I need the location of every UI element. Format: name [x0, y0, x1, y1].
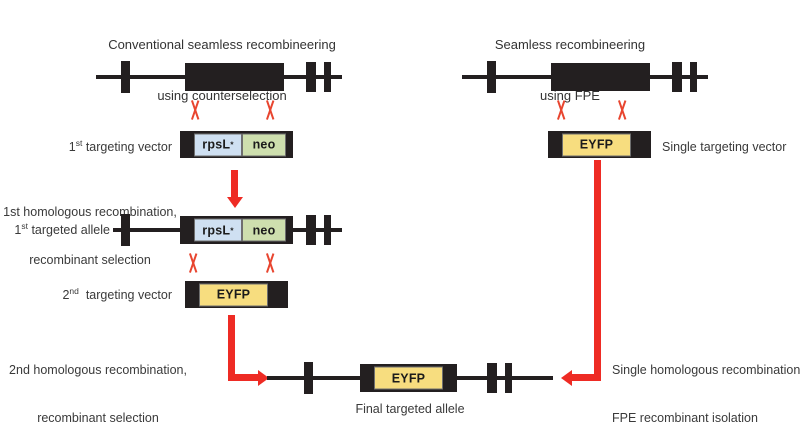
- cassette-rpsl-label: rpsL: [202, 137, 231, 152]
- label-first-targeted-allele: 1st targeted allele: [14, 220, 110, 237]
- crossover-x-left-2: [263, 100, 277, 120]
- cassette-rpsl: rpsL*: [194, 133, 242, 156]
- cassette-eyfp: EYFP: [199, 283, 268, 306]
- first-recombination-line2: recombinant selection: [29, 253, 151, 267]
- first-targeting-vector: rpsL* neo: [180, 131, 293, 158]
- right-column-title: Seamless recombineering using FPE: [440, 2, 700, 138]
- left-first-targeted-allele: rpsL* neo: [113, 213, 342, 247]
- exon-1: [487, 61, 496, 93]
- label-final-targeted-allele: Final targeted allele: [355, 402, 465, 416]
- cassette-neo-label: neo: [252, 137, 276, 152]
- label-second-targeting-vector: 2nd targeting vector: [62, 285, 172, 302]
- exon-1: [121, 214, 130, 246]
- second-recombination-line1: 2nd homologous recombination,: [9, 363, 187, 377]
- exon-3: [306, 215, 316, 245]
- exon-4: [324, 215, 331, 245]
- arrow-2-shaft-horizontal: [228, 374, 260, 381]
- cassette-eyfp: EYFP: [562, 133, 631, 156]
- arrow-3-shaft-horizontal: [570, 374, 601, 381]
- cassette-eyfp-label: EYFP: [216, 287, 251, 302]
- exon-2-target: [551, 63, 650, 91]
- cassette-eyfp-label: EYFP: [579, 137, 614, 152]
- exon-3: [487, 363, 497, 393]
- left-wildtype-allele: [96, 60, 342, 94]
- exon-3: [306, 62, 316, 92]
- arrow-1-shaft: [231, 170, 238, 198]
- crossover-x-left-4: [263, 253, 277, 273]
- right-wildtype-allele: [462, 60, 708, 94]
- exon-4: [690, 62, 697, 92]
- ordinal-st: st: [75, 137, 83, 148]
- exon-3: [672, 62, 682, 92]
- arrow-1-head: [226, 197, 243, 208]
- single-recombination-line1: Single homologous recombination,: [612, 363, 800, 377]
- cassette-eyfp: EYFP: [374, 366, 443, 390]
- crossover-x-left-3: [186, 253, 200, 273]
- second-recombination-line2: recombinant selection: [37, 411, 159, 423]
- left-column-title: Conventional seamless recombineering usi…: [82, 2, 362, 138]
- arrow-3-shaft-vertical: [594, 160, 601, 378]
- label-first-recombination: 1st homologous recombination, recombinan…: [0, 172, 180, 300]
- label-first-targeting-vector: 1st targeting vector: [68, 137, 172, 154]
- exon-4: [505, 363, 512, 393]
- label-single-recombination: Single homologous recombination, FPE rec…: [612, 330, 800, 423]
- arrow-3-head: [561, 369, 572, 386]
- left-column-title-line1: Conventional seamless recombineering: [108, 37, 336, 52]
- crossover-x-right-1: [554, 100, 568, 120]
- cassette-rpsl-label: rpsL: [202, 223, 231, 237]
- second-targeting-vector: EYFP: [185, 281, 288, 308]
- label-single-targeting-vector: Single targeting vector: [662, 140, 787, 154]
- cassette-rpsl: rpsL*: [194, 218, 242, 242]
- crossover-x-right-2: [615, 100, 629, 120]
- label-second-recombination: 2nd homologous recombination, recombinan…: [0, 330, 196, 423]
- exon-4: [324, 62, 331, 92]
- ordinal-st-2: st: [21, 220, 28, 231]
- cassette-neo: neo: [242, 133, 286, 156]
- cassette-neo-label: neo: [252, 223, 276, 237]
- final-targeted-allele: EYFP: [267, 361, 553, 395]
- single-recombination-line2: FPE recombinant isolation: [612, 411, 758, 423]
- first-recombination-line1: 1st homologous recombination,: [3, 205, 177, 219]
- ordinal-nd: nd: [69, 285, 79, 296]
- right-column-title-line1: Seamless recombineering: [494, 37, 646, 52]
- cassette-eyfp-label: EYFP: [391, 371, 426, 385]
- exon-1: [121, 61, 130, 93]
- exon-2-target: [185, 63, 284, 91]
- arrow-2-head: [258, 369, 269, 386]
- cassette-neo: neo: [242, 218, 286, 242]
- crossover-x-left-1: [188, 100, 202, 120]
- single-targeting-vector: EYFP: [548, 131, 651, 158]
- exon-1: [304, 362, 313, 394]
- arrow-2-shaft-vertical: [228, 315, 235, 377]
